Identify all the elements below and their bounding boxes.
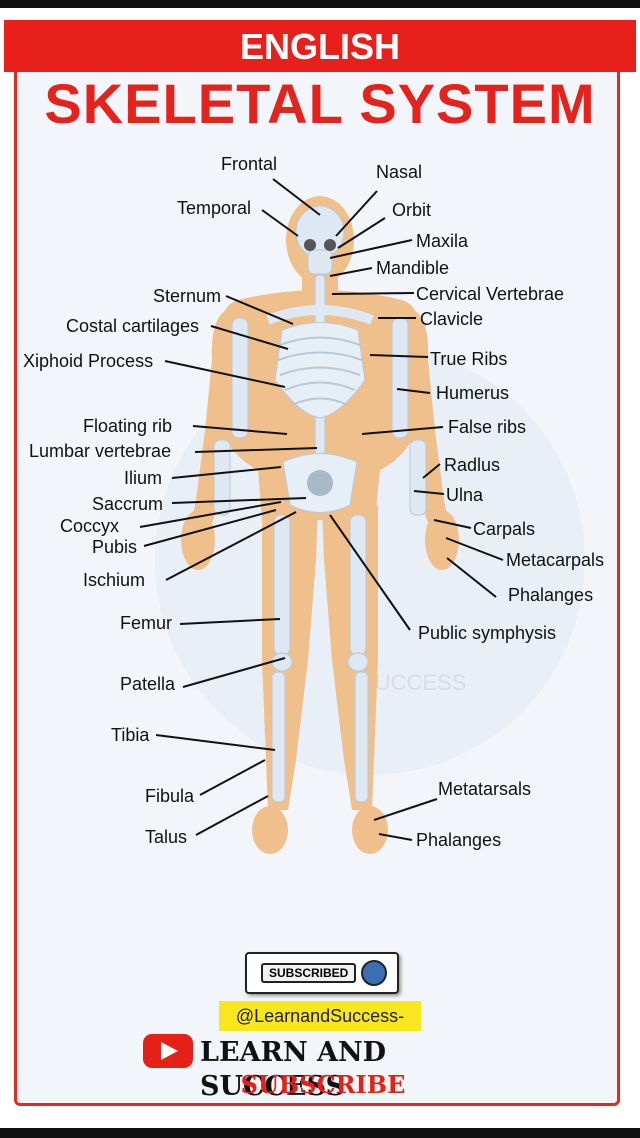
skeleton-bones — [213, 205, 427, 803]
watermark-text: SUCCESS — [360, 670, 466, 695]
label-ulna: Ulna — [446, 485, 484, 505]
label-ilium: Ilium — [124, 468, 163, 488]
label-talus: Talus — [145, 827, 188, 847]
label-radius: Radlus — [444, 455, 501, 475]
label-false-ribs: False ribs — [448, 417, 527, 437]
subscribed-button-label: SUBSCRIBED — [261, 963, 357, 983]
label-metatarsals: Metatarsals — [438, 779, 532, 799]
leader-lines — [139, 178, 504, 841]
label-public-symphysis: Public symphysis — [418, 623, 557, 643]
brand-row: LEARN AND SUCCESS — [140, 1032, 500, 1102]
label-xiphoid-process: Xiphoid Process — [23, 351, 154, 371]
label-floating-rib: Floating rib — [83, 416, 173, 436]
label-pubis: Pubis — [92, 537, 138, 557]
label-temporal: Temporal — [177, 198, 252, 218]
label-mandible: Mandible — [376, 258, 450, 278]
channel-handle: @LearnandSuccess- — [219, 1001, 421, 1031]
page-title: SKELETAL SYSTEM — [44, 72, 596, 135]
label-fibula: Fibula — [145, 786, 195, 806]
label-maxila: Maxila — [416, 231, 469, 251]
language-banner: ENGLISH — [4, 20, 636, 72]
label-tibia: Tibia — [111, 725, 150, 745]
label-cervical-vertebrae: Cervical Vertebrae — [416, 284, 565, 304]
bottom-bar — [0, 1128, 640, 1138]
label-humerus: Humerus — [436, 383, 510, 403]
brand-name: LEARN AND SUCCESS — [200, 1037, 387, 1102]
label-metacarpals: Metacarpals — [506, 550, 605, 570]
subscribed-button[interactable]: SUBSCRIBED — [245, 952, 399, 994]
label-phalanges-hand: Phalanges — [508, 585, 594, 605]
label-saccrum: Saccrum — [92, 494, 164, 514]
label-carpals: Carpals — [473, 519, 536, 539]
subscribe-link[interactable]: SUBSCRIBE — [240, 1070, 406, 1099]
label-frontal: Frontal — [221, 154, 278, 174]
bell-icon — [361, 960, 387, 986]
youtube-logo-icon — [143, 1034, 193, 1068]
label-coccyx: Coccyx — [60, 516, 120, 536]
label-lumbar-vertebrae: Lumbar vertebrae — [29, 441, 172, 461]
label-ischium: Ischium — [83, 570, 146, 590]
label-true-ribs: True Ribs — [430, 349, 508, 369]
label-costal-cartilages: Costal cartilages — [66, 316, 200, 336]
label-phalanges-foot: Phalanges — [416, 830, 502, 850]
label-orbit: Orbit — [392, 200, 432, 220]
top-bar — [0, 0, 640, 8]
label-clavicle: Clavicle — [420, 309, 484, 329]
label-nasal: Nasal — [376, 162, 423, 182]
label-patella: Patella — [120, 674, 176, 694]
label-sternum: Sternum — [153, 286, 222, 306]
label-femur: Femur — [120, 613, 173, 633]
